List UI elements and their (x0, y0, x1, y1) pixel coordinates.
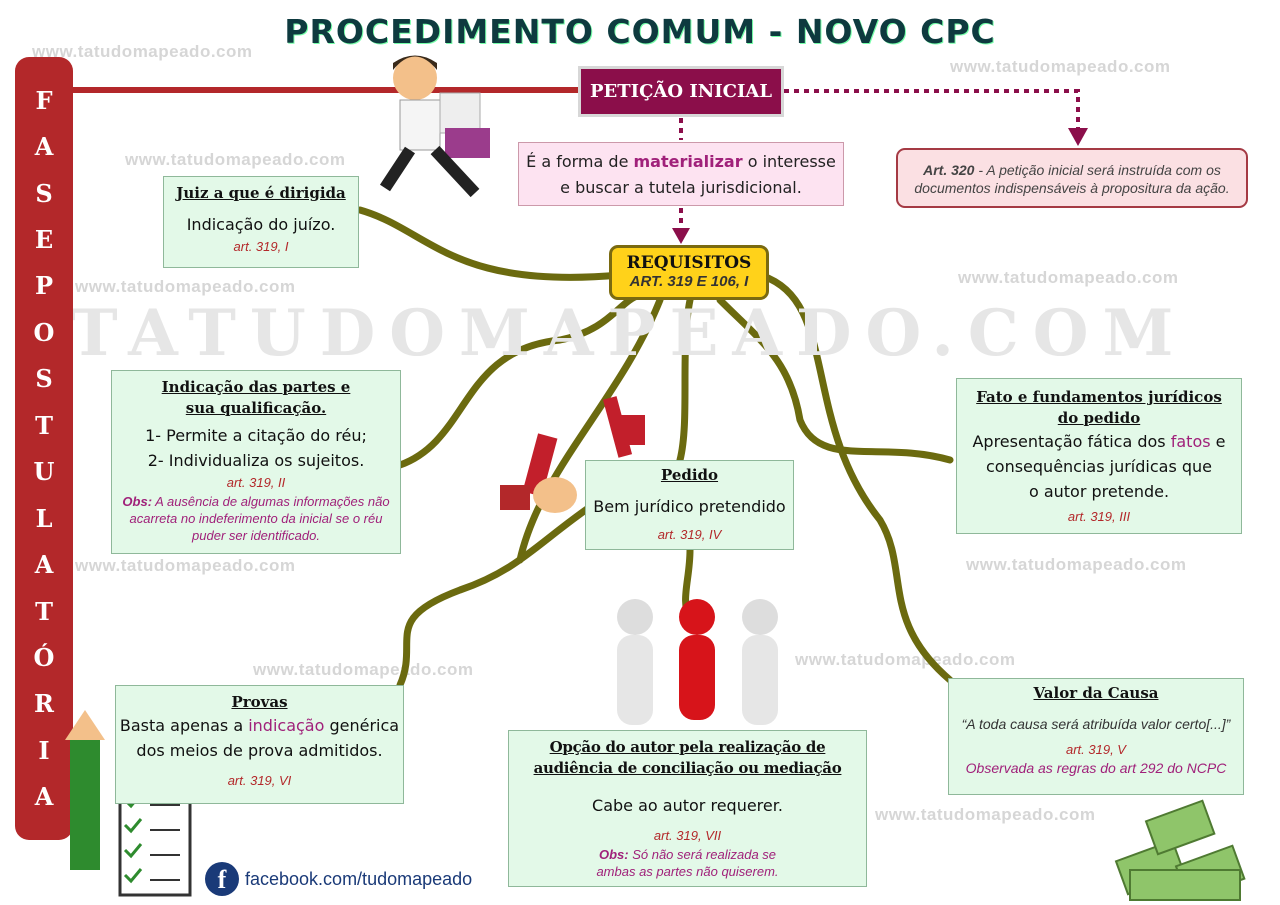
opcao-article: art. 319, VII (653, 828, 722, 843)
watermark: www.tatudomapeado.com (75, 277, 296, 296)
sidebar-letter: A (34, 782, 54, 812)
fato-text: Apresentação fática dos (972, 432, 1171, 451)
sidebar-letter: P (34, 271, 54, 301)
juiz-article: art. 319, I (233, 239, 289, 254)
juiz-title: Juiz a que é dirigida (176, 184, 346, 202)
sidebar-letter: A (34, 132, 54, 162)
valor-article: art. 319, V (1066, 742, 1126, 757)
partes-title: Indicação das partes e (161, 378, 351, 396)
running-man-illustration (379, 55, 490, 198)
provas-highlight: indicação (248, 716, 325, 735)
valor-note: Observada as regras do art 292 do NCPC (965, 760, 1227, 776)
partes-box: Indicação das partes e sua qualificação.… (111, 370, 401, 554)
definition-line2: e buscar a tutela jurisdicional. (560, 178, 802, 197)
art-320-label: Art. 320 (923, 162, 975, 178)
watermark: www.tatudomapeado.com (966, 555, 1187, 574)
partes-item: 2- Individualiza os sujeitos. (147, 451, 365, 470)
juiz-box: Juiz a que é dirigida Indicação do juízo… (163, 176, 359, 268)
facebook-text[interactable]: facebook.com/tudomapeado (245, 868, 473, 889)
obs-label: Obs: (122, 494, 153, 509)
facebook-link[interactable]: f facebook.com/tudomapeado (205, 862, 472, 896)
sidebar-letter: T (35, 410, 53, 440)
connector-line (73, 87, 583, 93)
people-meeting-illustration (617, 599, 778, 725)
watermark: www.tatudomapeado.com (950, 57, 1171, 76)
definition-text: o interesse (742, 152, 836, 171)
sidebar-letter: L (35, 503, 53, 533)
watermark: www.tatudomapeado.com (253, 660, 474, 679)
definition-highlight: materializar (633, 152, 743, 171)
opcao-box: Opção do autor pela realização de audiên… (508, 730, 867, 887)
fato-text: e (1210, 432, 1226, 451)
fato-title: do pedido (1057, 409, 1141, 427)
gavel-hand-illustration (500, 396, 645, 513)
provas-box: Provas Basta apenas a indicação genérica… (115, 685, 404, 804)
fato-title: Fato e fundamentos jurídicos (976, 388, 1222, 406)
fato-highlight: fatos (1170, 432, 1211, 451)
money-stack-illustration (1114, 799, 1246, 901)
provas-title: Provas (231, 693, 288, 711)
pedido-box: Pedido Bem jurídico pretendido art. 319,… (585, 460, 794, 550)
partes-obs: A ausência de algumas informações não ac… (129, 494, 390, 543)
sidebar-letter: U (33, 457, 55, 487)
sidebar-letter: E (34, 225, 54, 255)
sidebar-letter: A (34, 550, 54, 580)
obs-label: Obs: (598, 847, 629, 862)
valor-title: Valor da Causa (1033, 684, 1159, 702)
sidebar-letter: T (35, 596, 53, 626)
fato-box: Fato e fundamentos jurídicos do pedido A… (956, 378, 1242, 534)
partes-item: 1- Permite a citação do réu; (145, 426, 367, 445)
sidebar-letter: I (38, 735, 50, 765)
fato-text: o autor pretende. (1028, 482, 1170, 501)
juiz-body: Indicação do juízo. (186, 215, 336, 234)
page-title: PROCEDIMENTO COMUM - NOVO CPC (284, 12, 996, 51)
opcao-title: audiência de conciliação ou mediação (533, 759, 842, 777)
requisitos-node: REQUISITOS ART. 319 E 106, I (609, 245, 769, 300)
definition-box: É a forma de materializar o interesse e … (518, 142, 844, 206)
provas-article: art. 319, VI (227, 773, 292, 788)
sidebar-letter: S (35, 178, 53, 208)
sidebar-letter: O (33, 317, 55, 347)
opcao-body: Cabe ao autor requerer. (592, 796, 783, 815)
valor-quote: “A toda causa será atribuída valor certo… (961, 716, 1231, 732)
sidebar-letter: S (35, 364, 53, 394)
opcao-title: Opção do autor pela realização de (549, 738, 826, 756)
fato-article: art. 319, III (1067, 509, 1131, 524)
watermark: www.tatudomapeado.com (32, 42, 253, 61)
facebook-icon: f (205, 862, 239, 896)
art-320-text: - A petição inicial será instruída com o… (914, 162, 1230, 196)
provas-text: genérica (324, 716, 400, 735)
art-320-box: Art. 320 - A petição inicial será instru… (896, 148, 1248, 208)
requisitos-title: REQUISITOS (626, 253, 752, 273)
pedido-title: Pedido (660, 466, 719, 484)
requisitos-article: ART. 319 E 106, I (629, 273, 749, 290)
peticao-inicial-node: PETIÇÃO INICIAL (578, 66, 784, 117)
pedido-article: art. 319, IV (657, 527, 722, 542)
provas-text: Basta apenas a (119, 716, 249, 735)
partes-title: sua qualificação. (185, 399, 327, 417)
provas-text: dos meios de prova admitidos. (136, 741, 383, 760)
valor-box: Valor da Causa “A toda causa será atribu… (948, 678, 1244, 795)
sidebar-letter: F (35, 85, 53, 115)
pedido-body: Bem jurídico pretendido (593, 497, 786, 516)
opcao-obs: Só não será realizada se ambas as partes… (596, 847, 779, 879)
fato-text: consequências jurídicas que (985, 457, 1213, 476)
watermark: www.tatudomapeado.com (795, 650, 1016, 669)
watermark: www.tatudomapeado.com (958, 268, 1179, 287)
sidebar-letter: Ó (33, 642, 55, 672)
definition-text: É a forma de (526, 152, 634, 171)
partes-article: art. 319, II (226, 475, 286, 490)
watermark: www.tatudomapeado.com (125, 150, 346, 169)
sidebar-letter: R (34, 689, 54, 719)
watermark: www.tatudomapeado.com (875, 805, 1096, 824)
big-watermark: TATUDOMAPEADO.COM (70, 296, 1188, 371)
watermark: www.tatudomapeado.com (75, 556, 296, 575)
